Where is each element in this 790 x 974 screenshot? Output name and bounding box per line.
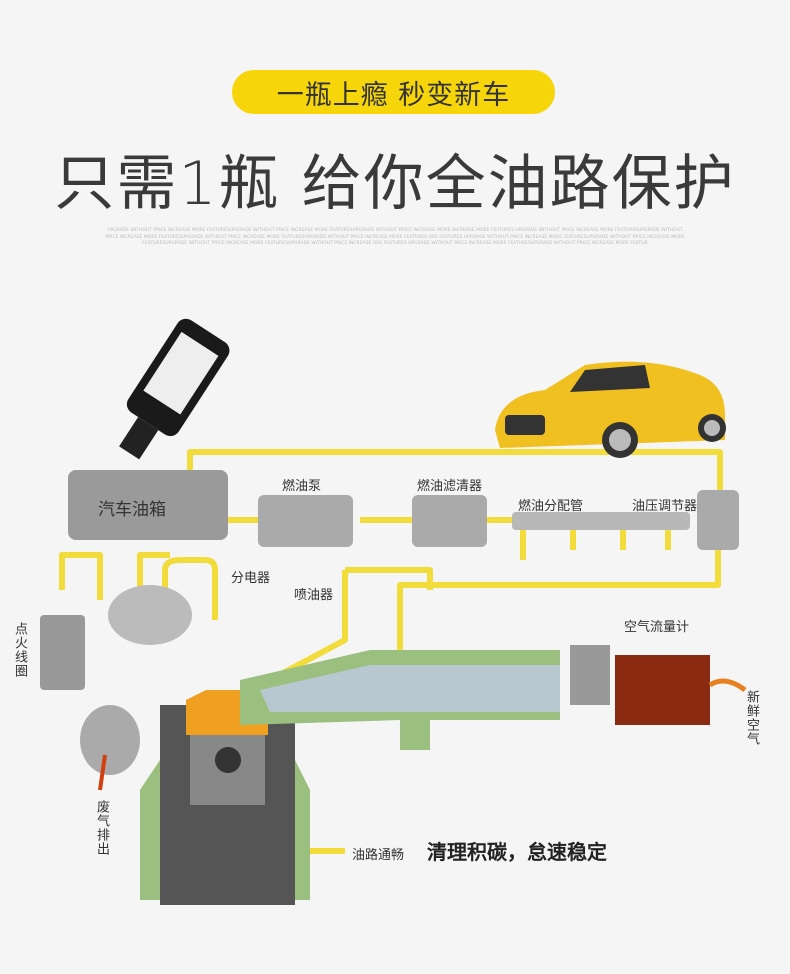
fuel-pump-shape xyxy=(258,495,353,547)
fuel-tank-label: 汽车油箱 xyxy=(98,500,166,520)
exhaust-label: 废气排出 xyxy=(94,800,109,856)
fuel-filter-label: 燃油滤清器 xyxy=(417,479,483,494)
air-flow-meter-label: 空气流量计 xyxy=(624,620,690,635)
fuel-pump-label: 燃油泵 xyxy=(282,479,322,494)
distributor-label: 分电器 xyxy=(231,571,271,586)
slogan: 一瓶上瘾 秒变新车 xyxy=(276,79,511,111)
fuel-rail-label: 燃油分配管 xyxy=(518,499,584,514)
legend-label: 油路通畅 xyxy=(352,848,405,863)
ignition-coil-shape xyxy=(40,615,85,690)
slogan-badge: 一瓶上瘾 秒变新车 xyxy=(232,70,555,114)
air-flow-meter-shape xyxy=(570,645,610,705)
pressure-regulator-shape xyxy=(697,490,739,550)
fine-print: UPGRADE WITHOUT PRICE INCREASE MORE FEAT… xyxy=(105,228,685,246)
fuel-rail-shape xyxy=(512,512,690,530)
additive-bottle-icon xyxy=(119,318,230,460)
page-title: 只需1瓶 给你全油路保护 xyxy=(54,149,736,219)
tagline: 清理积碳，怠速稳定 xyxy=(427,840,607,864)
ignition-coil-label: 点火线圈 xyxy=(12,622,27,678)
pressure-regulator-label: 油压调节器 xyxy=(632,499,698,514)
fresh-air-label: 新鲜空气 xyxy=(744,690,759,746)
injector-label: 喷油器 xyxy=(294,588,334,603)
car-icon xyxy=(495,361,726,458)
distributor-shape xyxy=(108,585,192,645)
fuel-filter-shape xyxy=(412,495,487,547)
fuel-tank-shape xyxy=(68,470,228,540)
